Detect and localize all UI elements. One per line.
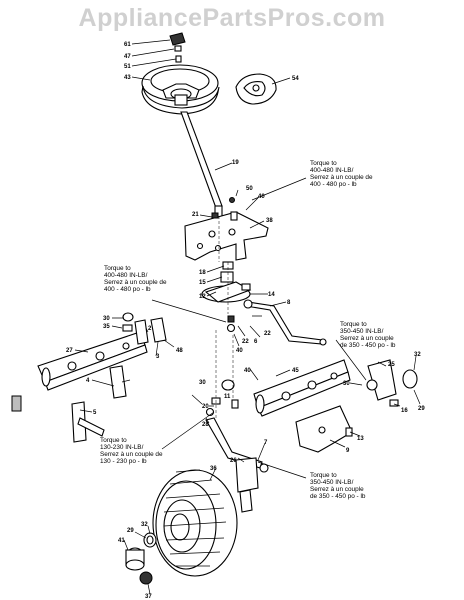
svg-text:350-450 IN-LB/: 350-450 IN-LB/ [310,479,354,486]
drag-link[interactable] [243,299,327,346]
svg-text:400 - 480 po - lb: 400 - 480 po - lb [310,181,357,188]
svg-text:Torque to: Torque to [310,472,337,479]
callout-8: 8 [287,300,291,306]
callout-40c: 40 [244,368,251,374]
svg-text:400-480 IN-LB/: 400-480 IN-LB/ [310,167,354,174]
svg-text:400-480 IN-LB/: 400-480 IN-LB/ [104,272,148,279]
callout-40: 40 [258,194,265,200]
callout-37: 37 [145,594,152,600]
callout-30c: 30 [343,381,350,387]
callout-50: 50 [246,186,253,192]
callout-13: 13 [357,436,364,442]
callout-61: 61 [124,42,131,48]
tie-rod[interactable] [205,379,269,473]
steering-cover[interactable] [235,73,277,105]
callout-9: 9 [346,448,350,454]
spindle-lower[interactable] [235,457,259,513]
front-axle-right-beam[interactable] [253,359,351,417]
callout-2: 2 [148,326,152,332]
svg-text:Torque to: Torque to [104,265,131,272]
svg-text:400 - 480 po - lb: 400 - 480 po - lb [104,286,151,293]
callout-12: 12 [199,294,206,300]
callout-28: 28 [202,422,209,428]
callout-47: 47 [124,54,131,60]
callout-14: 14 [268,292,275,298]
front-tire[interactable] [152,469,238,577]
callout-7: 7 [264,440,268,446]
steering-cap[interactable] [169,32,186,63]
callout-3: 3 [156,354,160,360]
callout-25: 25 [388,362,395,368]
steering-shaft[interactable] [180,111,223,219]
watermark: AppliancePartsPros.com [78,4,386,32]
callout-54: 54 [292,76,299,82]
callout-26: 26 [230,458,237,464]
svg-text:350-450 IN-LB/: 350-450 IN-LB/ [340,328,384,335]
torque-note-4: Torque to 130-230 IN-LB/ Serrez à un cou… [100,437,163,465]
callout-32: 32 [414,352,421,358]
callout-43: 43 [124,75,131,81]
axle-bushings[interactable] [122,312,167,345]
left-spindle[interactable] [11,365,127,443]
svg-text:Serrez à un couple: Serrez à un couple [310,486,364,493]
callout-19: 19 [232,160,239,166]
svg-text:Torque to: Torque to [310,160,337,167]
callout-4: 4 [86,378,90,384]
right-spindle[interactable] [366,359,418,407]
axle-pivot-bracket[interactable] [295,405,353,453]
callout-18: 18 [199,270,206,276]
callout-6: 6 [254,339,258,345]
svg-text:Torque to: Torque to [340,321,367,328]
callout-20: 20 [202,404,209,410]
callout-11: 11 [224,394,231,400]
callout-32b: 32 [141,522,148,528]
torque-note-5: Torque to 350-450 IN-LB/ Serrez à un cou… [310,472,366,500]
svg-text:130 - 230 po - lb: 130 - 230 po - lb [100,458,147,465]
callout-22b: 22 [264,331,271,337]
callout-51: 51 [124,64,131,70]
callout-30: 30 [103,316,110,322]
svg-text:de 350 - 450 po - lb: de 350 - 450 po - lb [310,493,366,500]
front-axle-left-beam[interactable] [37,331,148,391]
svg-text:Serrez à un couple de: Serrez à un couple de [104,279,167,286]
callout-41: 41 [118,538,125,544]
hub-parts[interactable] [125,532,157,585]
svg-text:Serrez à un couple de: Serrez à un couple de [310,174,373,181]
callout-16: 16 [401,408,408,414]
callout-27: 27 [66,348,73,354]
steering-support-plate[interactable] [184,197,269,261]
svg-text:Torque to: Torque to [100,437,127,444]
callout-45: 45 [292,368,299,374]
callout-29: 29 [418,406,425,412]
callout-35: 35 [103,324,110,330]
callout-40b: 40 [236,348,243,354]
callout-48: 48 [176,348,183,354]
callout-22: 22 [242,339,249,345]
callout-38: 38 [266,218,273,224]
svg-text:Serrez à un couple de: Serrez à un couple de [100,451,163,458]
callout-21: 21 [192,212,199,218]
callout-5: 5 [93,410,97,416]
callout-30b: 30 [199,380,206,386]
torque-note-1: Torque to 400-480 IN-LB/ Serrez à un cou… [310,160,373,188]
svg-text:130-230 IN-LB/: 130-230 IN-LB/ [100,444,144,451]
part-callouts: 61 47 51 43 54 19 50 40 21 38 18 15 12 1… [66,42,425,600]
torque-note-3: Torque to 350-450 IN-LB/ Serrez à un cou… [340,321,396,349]
svg-text:Serrez à un couple: Serrez à un couple [340,335,394,342]
callout-29b: 29 [127,528,134,534]
torque-note-2: Torque to 400-480 IN-LB/ Serrez à un cou… [104,265,167,293]
steering-wheel[interactable] [141,64,220,115]
callout-15: 15 [199,280,206,286]
svg-text:de 350 - 450 po - lb: de 350 - 450 po - lb [340,342,396,349]
steering-gear-stack[interactable] [201,261,252,333]
callout-36: 36 [210,466,217,472]
